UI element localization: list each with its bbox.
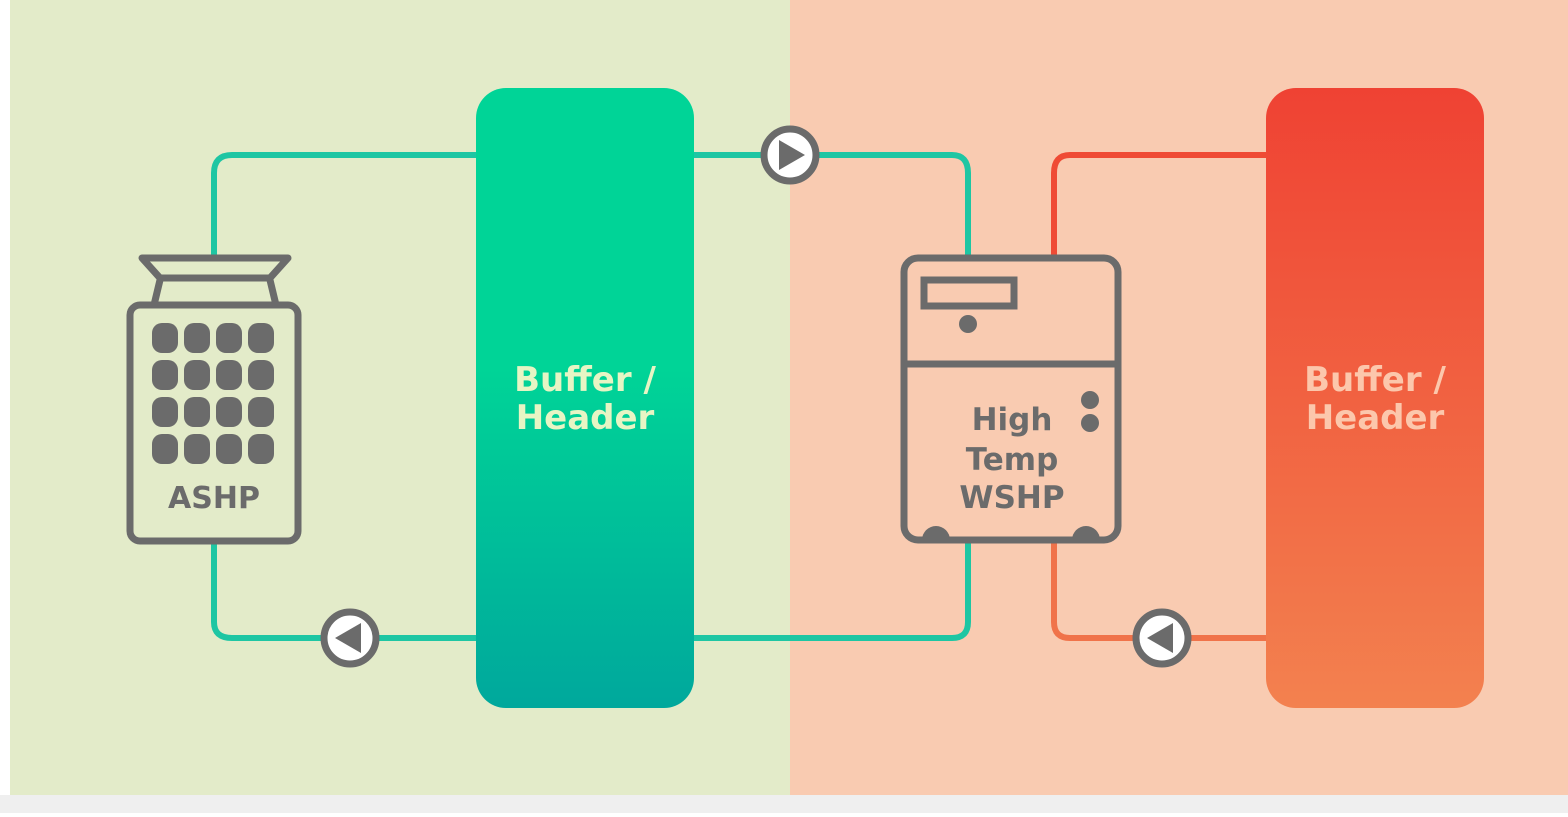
- orange-pipe-return: [1051, 540, 1268, 641]
- wshp-knob-2: [1081, 414, 1099, 432]
- buffer-tank-right: [1266, 88, 1484, 708]
- ashp-neck: [150, 279, 280, 306]
- left-edge-strip: [0, 0, 10, 795]
- ashp-body: [126, 301, 302, 545]
- wshp-body: [900, 254, 1122, 544]
- pump-left-bottom-icon: [320, 608, 380, 668]
- buffer-left-line2: Header: [516, 398, 655, 438]
- buffer-right-line1: Buffer /: [1304, 360, 1446, 400]
- green-pipe-loop-wshp: [692, 152, 971, 641]
- wshp-knob-1: [1081, 391, 1099, 409]
- buffer-right-line2: Header: [1306, 398, 1445, 438]
- red-pipe-supply: [1051, 152, 1268, 258]
- ashp-fan-top: [138, 254, 292, 282]
- wshp-indicator: [959, 315, 977, 333]
- ashp-grille: [152, 323, 274, 464]
- green-pipe-loop-ashp: [211, 152, 478, 641]
- buffer-header-left: Buffer / Header: [476, 88, 694, 708]
- pump-right-bottom-icon: [1132, 608, 1192, 668]
- buffer-tank-left: [476, 88, 694, 708]
- pump-top-icon: [760, 125, 820, 185]
- wshp-label-line3: WSHP: [959, 480, 1064, 516]
- bottom-strip: [0, 795, 1568, 813]
- wshp-label-line2: Temp: [966, 442, 1059, 478]
- wshp-label-line1: High: [972, 402, 1053, 438]
- buffer-left-line1: Buffer /: [514, 360, 656, 400]
- wshp-display: [920, 276, 1018, 310]
- ashp-unit-icon: ASHP: [126, 254, 302, 545]
- wshp-foot-left: [922, 526, 950, 540]
- wshp-foot-right: [1072, 526, 1100, 540]
- ashp-label: ASHP: [168, 481, 260, 516]
- water-source-heat-pump-icon: High Temp WSHP: [900, 254, 1122, 544]
- buffer-header-right: Buffer / Header: [1266, 88, 1484, 708]
